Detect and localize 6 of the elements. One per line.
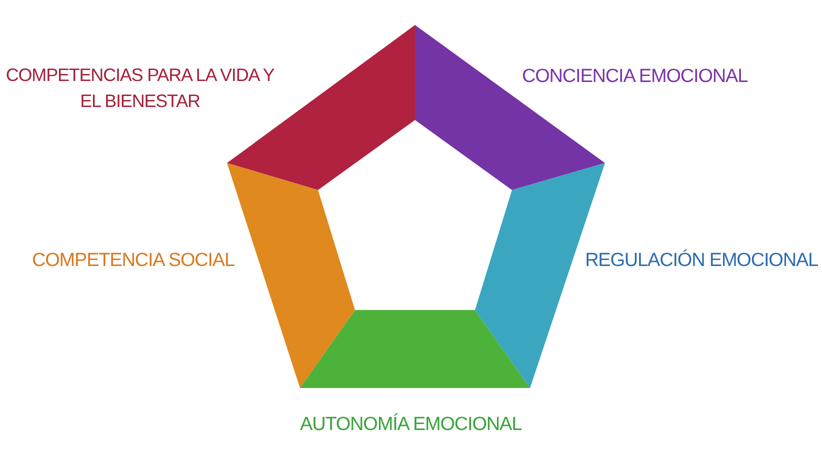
- segment-label: REGULACIÓN EMOCIONAL: [585, 248, 818, 273]
- pentagon-segment: [300, 310, 530, 388]
- segment-label: AUTONOMÍA EMOCIONAL: [300, 412, 522, 437]
- segment-label: COMPETENCIAS PARA LA VIDA Y EL BIENESTAR: [4, 64, 276, 113]
- segment-label: CONCIENCIA EMOCIONAL: [522, 65, 748, 89]
- segment-label: COMPETENCIA SOCIAL: [32, 249, 234, 273]
